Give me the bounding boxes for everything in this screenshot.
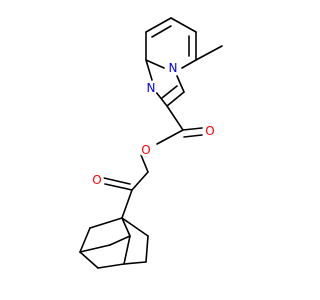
bond xyxy=(123,261,147,265)
atom-labels: N N O O O xyxy=(90,61,217,187)
bond xyxy=(89,217,123,229)
bond xyxy=(123,235,131,265)
bond xyxy=(181,59,197,69)
bond xyxy=(145,59,165,69)
bond xyxy=(170,17,197,33)
bond xyxy=(131,171,149,191)
bond xyxy=(156,129,184,145)
bond xyxy=(155,91,168,107)
bond xyxy=(121,217,131,237)
bond xyxy=(103,177,131,185)
bond xyxy=(166,105,184,131)
atom-n-imidazole: N xyxy=(147,81,156,95)
bond xyxy=(121,189,133,219)
bond xyxy=(145,17,172,33)
bond xyxy=(145,235,149,263)
atom-o-ester-link: O xyxy=(141,143,150,157)
bond xyxy=(176,75,185,93)
molecule-structure: N N O O O xyxy=(79,17,223,269)
bond xyxy=(104,183,133,191)
bond xyxy=(140,154,149,173)
bond xyxy=(145,59,153,81)
bond xyxy=(195,45,223,61)
atom-n-bridgehead: N xyxy=(169,61,178,75)
atom-o-ester-carbonyl: O xyxy=(205,124,214,138)
bond xyxy=(183,134,203,138)
bond xyxy=(121,217,149,237)
bond xyxy=(79,251,99,269)
atom-o-ketone: O xyxy=(92,173,101,187)
bond xyxy=(161,85,178,99)
bond xyxy=(151,25,172,38)
bond xyxy=(109,235,131,246)
structure-canvas: N N O O O xyxy=(79,17,223,269)
bond-lines xyxy=(79,17,223,269)
bond xyxy=(79,227,91,253)
bond xyxy=(182,127,203,131)
bond xyxy=(166,91,185,107)
bond xyxy=(79,244,111,253)
bond xyxy=(97,263,125,269)
